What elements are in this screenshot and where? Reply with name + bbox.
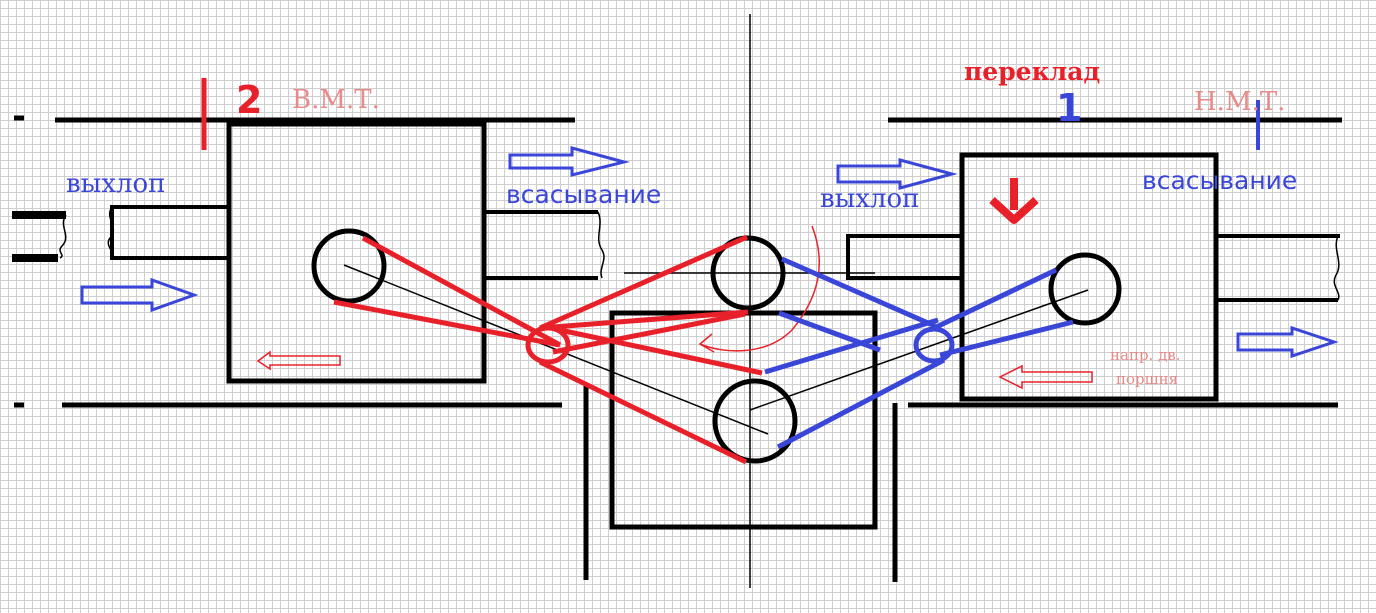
arrow-left-lower xyxy=(80,277,199,313)
blue-linkage xyxy=(80,100,1339,450)
red-linkage xyxy=(201,78,1093,465)
left-piston-rod xyxy=(110,205,229,260)
label-number-2: 2 xyxy=(236,78,262,122)
label-bdc: Н.М.Т. xyxy=(1194,87,1285,117)
blue-link-3 xyxy=(764,317,939,375)
blue-link-1 xyxy=(780,256,937,329)
red-link-5 xyxy=(552,311,746,355)
central-block xyxy=(609,310,878,530)
arrow-left-upper xyxy=(508,146,630,177)
blue-joint-ellipse xyxy=(913,326,955,364)
label-tdc: В.М.Т. xyxy=(292,85,380,115)
lower-central-wheel xyxy=(712,378,798,464)
labels: выхлоп всасывание выхлоп всасывание 2 1 … xyxy=(66,57,1297,388)
red-link-7 xyxy=(559,327,763,376)
upper-central-wheel xyxy=(710,235,786,311)
left-rod-break xyxy=(107,206,115,259)
right-piston-rod-left xyxy=(846,234,962,280)
right-piston-wheel xyxy=(1048,252,1122,326)
red-joint-ellipse xyxy=(525,325,571,365)
right-piston-direction-arrow xyxy=(998,364,1093,390)
label-intake-left: всасывание xyxy=(506,180,661,209)
label-exhaust-left: выхлоп xyxy=(66,169,166,199)
red-link-6 xyxy=(538,359,748,465)
left-piston-right-rod-break xyxy=(597,211,605,279)
structure xyxy=(12,14,1342,588)
red-link-4 xyxy=(539,309,749,331)
label-piston-direction-1: напр. дв. xyxy=(1110,346,1181,364)
blue-link-5 xyxy=(928,267,1058,333)
left-piston xyxy=(226,121,487,384)
right-piston-rod-right xyxy=(1216,234,1340,302)
left-piston-direction-arrow xyxy=(256,350,341,371)
blue-link-4 xyxy=(776,357,946,450)
label-piston-direction-2: поршня xyxy=(1116,370,1178,388)
arrow-right-lower xyxy=(1236,325,1339,359)
left-piston-right-rod xyxy=(484,210,598,280)
red-link-2 xyxy=(333,299,561,348)
label-shift: переклад xyxy=(964,57,1100,86)
left-edge-rod-break xyxy=(59,214,67,259)
red-link-1 xyxy=(361,235,562,348)
label-intake-right: всасывание xyxy=(1142,166,1297,195)
right-rod-break xyxy=(1333,235,1340,301)
red-link-3 xyxy=(538,234,749,331)
label-number-1: 1 xyxy=(1056,86,1082,130)
arrow-right-upper xyxy=(836,158,958,190)
red-rotation-arc xyxy=(699,225,820,352)
label-exhaust-right: выхлоп xyxy=(820,184,920,214)
shift-arrow-head xyxy=(989,197,1039,224)
red-rotation-arrowhead xyxy=(698,333,715,353)
blue-link-6 xyxy=(939,319,1074,358)
left-piston-wheel xyxy=(311,228,387,304)
